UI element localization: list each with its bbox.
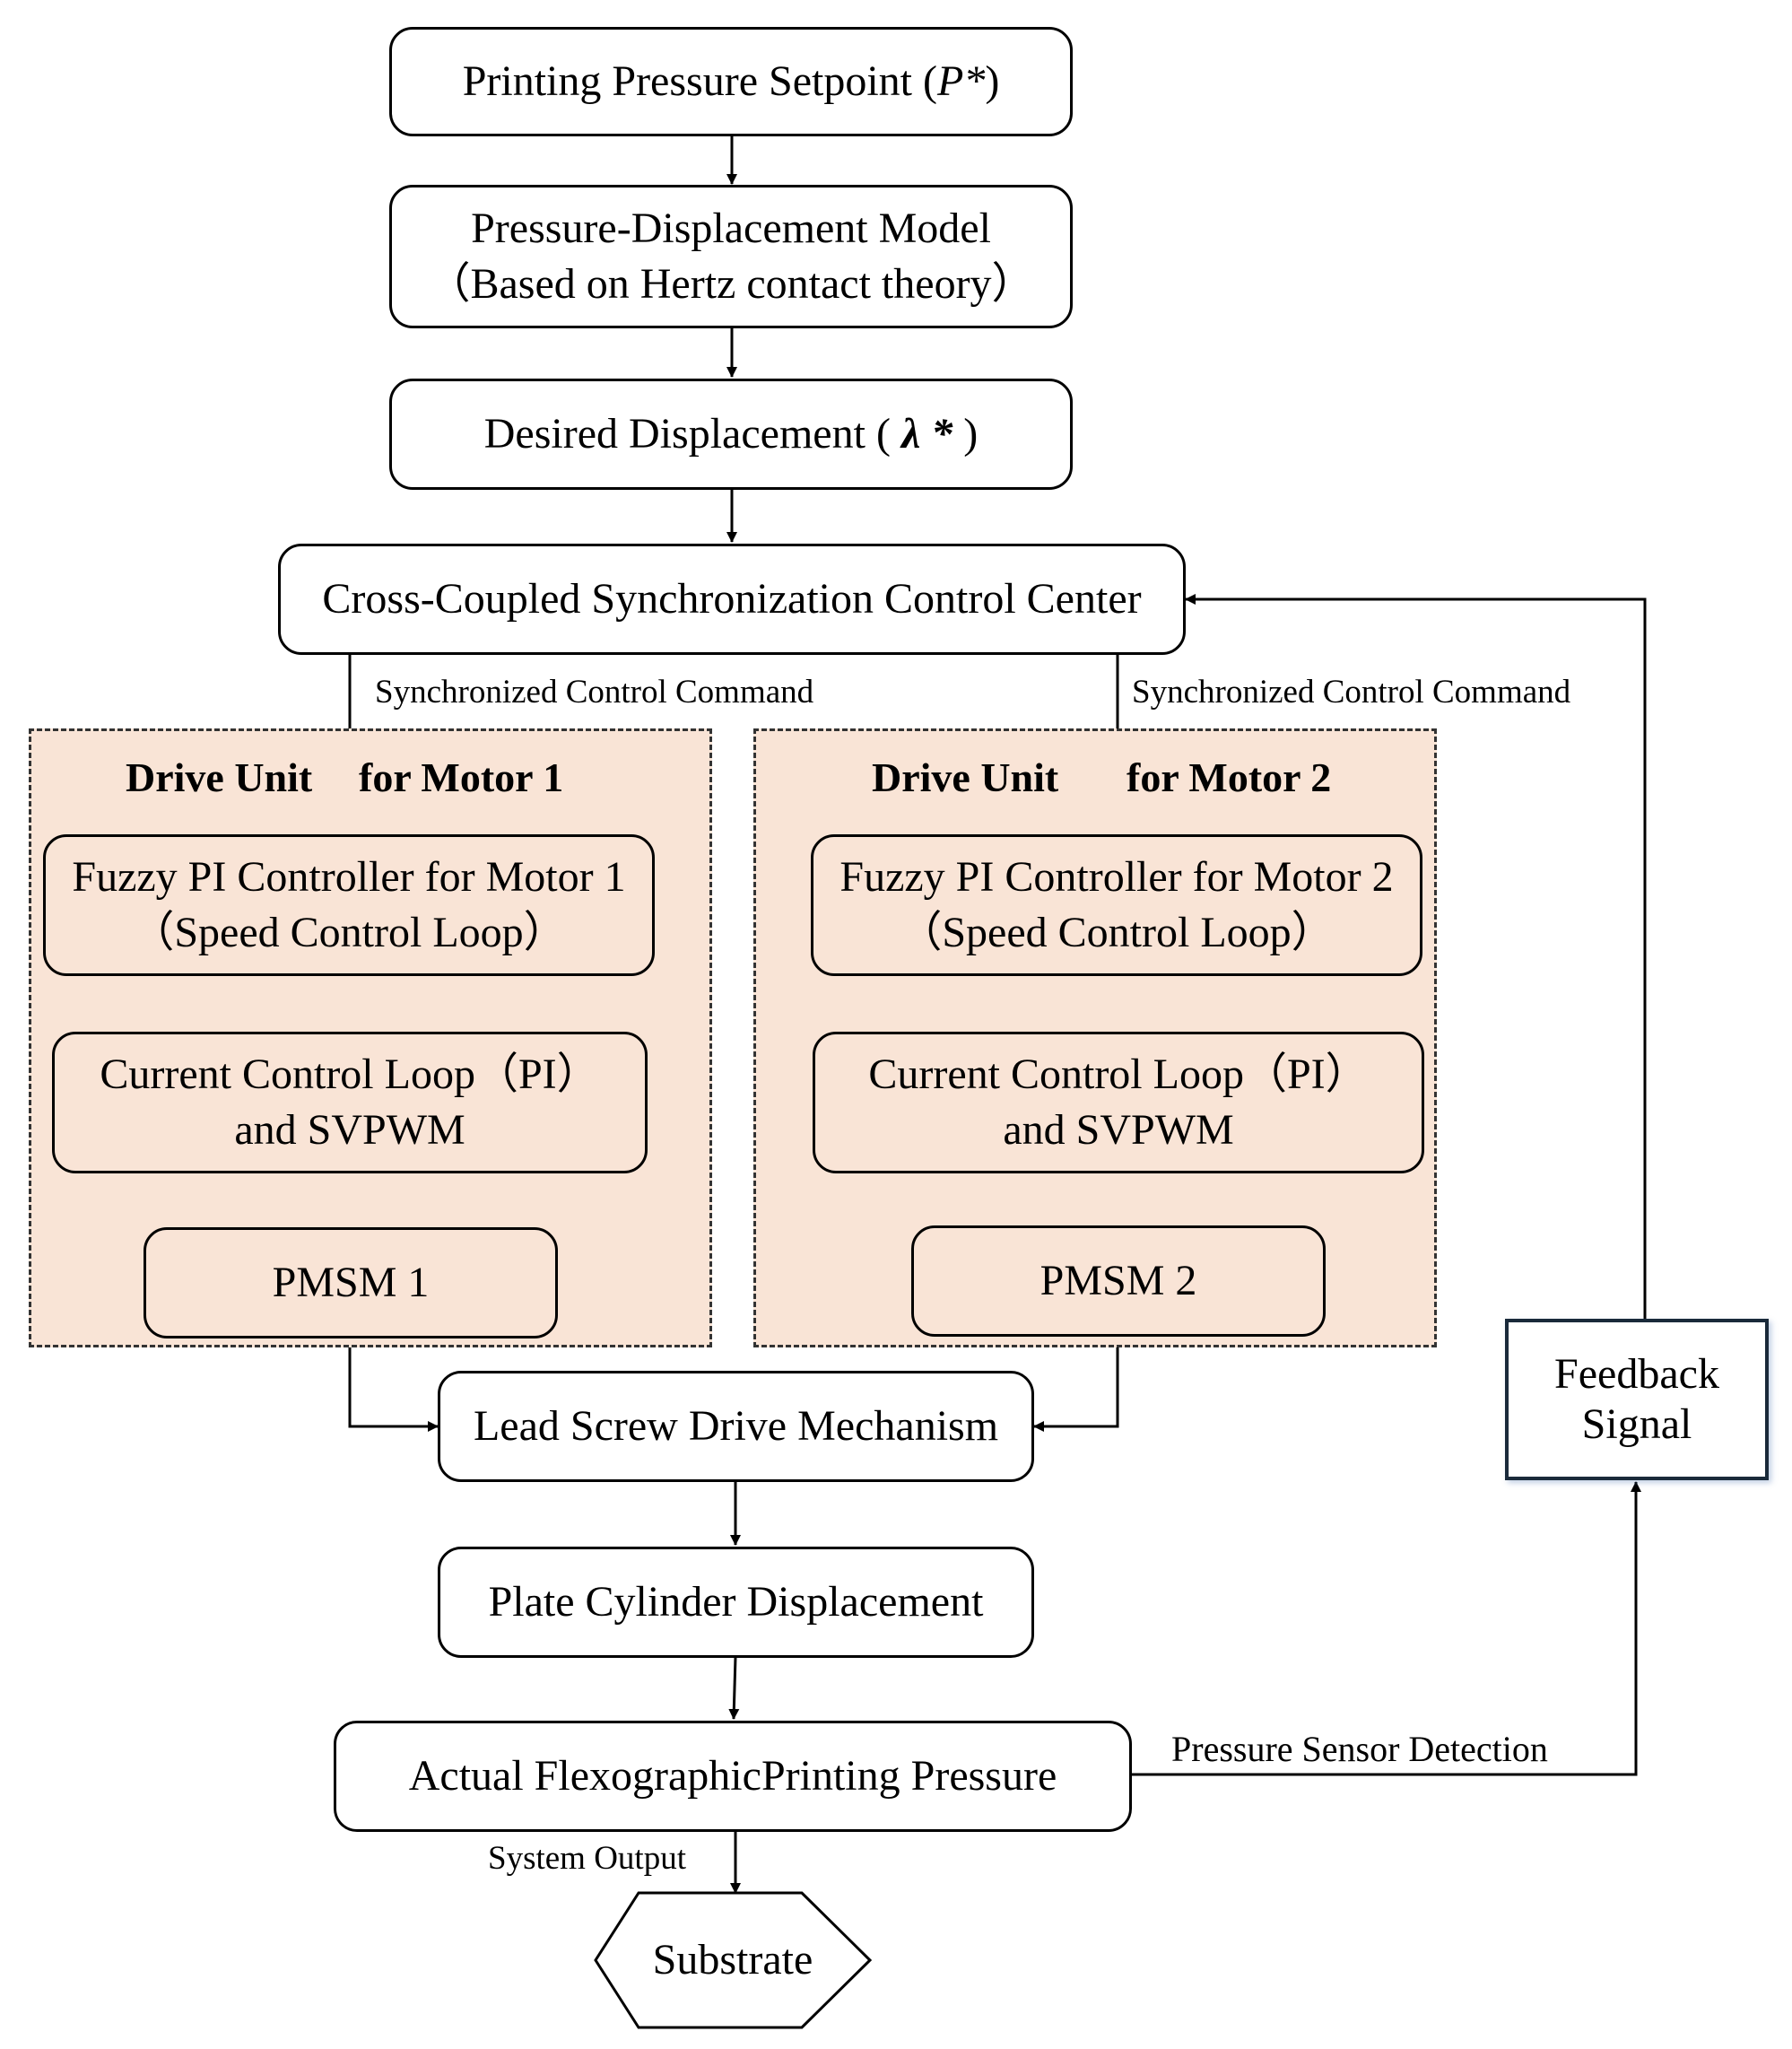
desired-displacement-label: Desired Displacement ( λ * ) [483, 410, 979, 458]
arrow-pmsm-1-to-lead-screw [348, 1338, 439, 1432]
pressure-setpoint-box: Printing Pressure Setpoint (P*) [389, 27, 1073, 136]
drive-unit-motor-1: for Motor 1 [359, 754, 564, 800]
fuzzy-pi-subtitle-1: （Speed Control Loop） [131, 909, 567, 956]
pmsm-2-box: PMSM 2 [911, 1225, 1326, 1337]
drive-unit-motor-2: for Motor 2 [1127, 754, 1332, 800]
fuzzy-pi-controller-1: Fuzzy PI Controller for Motor 1 （Speed C… [43, 834, 655, 976]
drive-unit-title-2: Drive Unit [872, 754, 1059, 800]
plate-cylinder-label: Plate Cylinder Displacement [488, 1578, 984, 1626]
arrow-plate-to-actual [728, 1656, 740, 1720]
drive-unit-title-1: Drive Unit [126, 754, 313, 800]
current-control-loop-1: Current Control Loop（PI） and SVPWM [52, 1032, 648, 1173]
pmsm-2-label: PMSM 2 [1040, 1257, 1197, 1304]
actual-pressure-box: Actual FlexographicPrinting Pressure [334, 1721, 1132, 1832]
system-output-label: System Output [488, 1840, 686, 1877]
sync-command-label-1: Synchronized Control Command [375, 674, 814, 711]
lead-screw-label: Lead Screw Drive Mechanism [473, 1402, 999, 1450]
pressure-displacement-model-box: Pressure-Displacement Model （Based on He… [389, 185, 1073, 328]
pmsm-1-box: PMSM 1 [144, 1227, 558, 1338]
model-title: Pressure-Displacement Model [471, 205, 991, 252]
pmsm-1-label: PMSM 1 [272, 1259, 430, 1306]
arrow-pmsm-2-to-lead-screw [1033, 1338, 1119, 1432]
lambda-symbol: λ * [900, 410, 953, 458]
current-loop-title-2: Current Control Loop（PI） [868, 1051, 1369, 1098]
current-control-loop-2: Current Control Loop（PI） and SVPWM [813, 1032, 1424, 1173]
feedback-line-1: Feedback [1554, 1350, 1719, 1398]
sync-command-label-2: Synchronized Control Command [1132, 674, 1571, 711]
fuzzy-pi-controller-2: Fuzzy PI Controller for Motor 2 （Speed C… [811, 834, 1422, 976]
fuzzy-pi-subtitle-2: （Speed Control Loop） [899, 909, 1335, 956]
feedback-line-2: Signal [1581, 1400, 1692, 1448]
arrow-feedback-to-center [1185, 594, 1647, 1319]
feedback-signal-box: Feedback Signal [1505, 1319, 1769, 1480]
lead-screw-box: Lead Screw Drive Mechanism [438, 1371, 1034, 1482]
fuzzy-pi-title-1: Fuzzy PI Controller for Motor 1 [72, 853, 626, 901]
pressure-sensor-label: Pressure Sensor Detection [1171, 1729, 1548, 1769]
fuzzy-pi-title-2: Fuzzy PI Controller for Motor 2 [839, 853, 1394, 901]
sync-control-center-label: Cross-Coupled Synchronization Control Ce… [322, 575, 1142, 623]
model-subtitle: （Based on Hertz contact theory） [427, 260, 1035, 308]
arrow-actual-to-feedback [1132, 1481, 1641, 1776]
desired-displacement-box: Desired Displacement ( λ * ) [389, 379, 1073, 490]
setpoint-symbol: P* [937, 57, 986, 105]
actual-pressure-label: Actual FlexographicPrinting Pressure [408, 1752, 1057, 1800]
pressure-setpoint-label: Printing Pressure Setpoint (P*) [462, 57, 1000, 105]
current-loop-title-1: Current Control Loop（PI） [100, 1051, 600, 1098]
plate-cylinder-box: Plate Cylinder Displacement [438, 1547, 1034, 1658]
current-loop-subtitle-2: and SVPWM [1003, 1106, 1234, 1154]
substrate-label: Substrate [652, 1936, 813, 1984]
current-loop-subtitle-1: and SVPWM [234, 1106, 465, 1154]
substrate-hexagon [594, 1891, 873, 2029]
sync-control-center-box: Cross-Coupled Synchronization Control Ce… [278, 544, 1186, 655]
